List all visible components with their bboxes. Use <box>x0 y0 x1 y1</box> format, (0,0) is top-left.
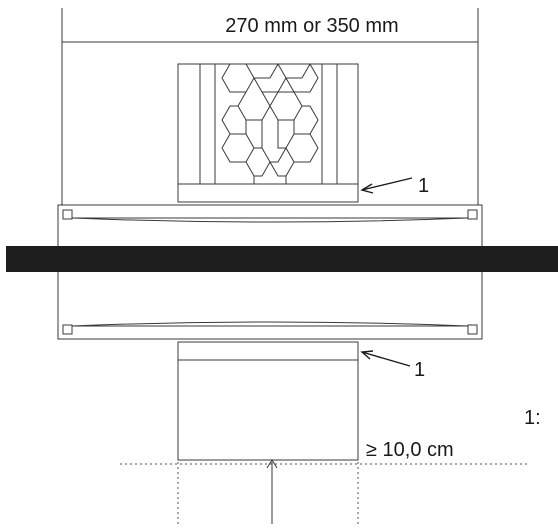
pipe <box>6 246 558 272</box>
callout-leader <box>361 177 413 191</box>
lower-block-body <box>177 359 359 461</box>
callout-upper <box>360 177 413 194</box>
lower-block-strip <box>177 341 359 361</box>
callout-label-lower: 1 <box>414 359 425 381</box>
callout-arrowhead <box>360 183 374 194</box>
sleeve-corner-mark <box>62 209 73 220</box>
callout-arrowhead <box>360 350 374 360</box>
upper-block-strip <box>177 183 359 203</box>
legend-number: 1: <box>524 407 541 429</box>
pointer-arrow <box>266 459 278 524</box>
sleeve-curve-bottom <box>71 321 469 327</box>
upper-block <box>177 63 359 203</box>
sleeve-curve-top <box>71 217 469 223</box>
callout-lower <box>360 350 411 367</box>
dimension-label-top: 270 mm or 350 mm <box>225 15 398 37</box>
sleeve-corner-mark <box>467 209 478 220</box>
pointer-arrowhead <box>266 459 278 469</box>
top-dimension <box>61 8 479 205</box>
dimension-label-bottom: ≥ 10,0 cm <box>366 439 454 461</box>
sleeve-corner-mark <box>62 324 73 335</box>
honeycomb-core <box>221 63 319 184</box>
lower-block <box>177 341 359 461</box>
bottom-dimension <box>120 462 530 524</box>
callout-leader <box>361 351 411 367</box>
sleeve-corner-mark <box>467 324 478 335</box>
callout-label-upper: 1 <box>418 175 429 197</box>
